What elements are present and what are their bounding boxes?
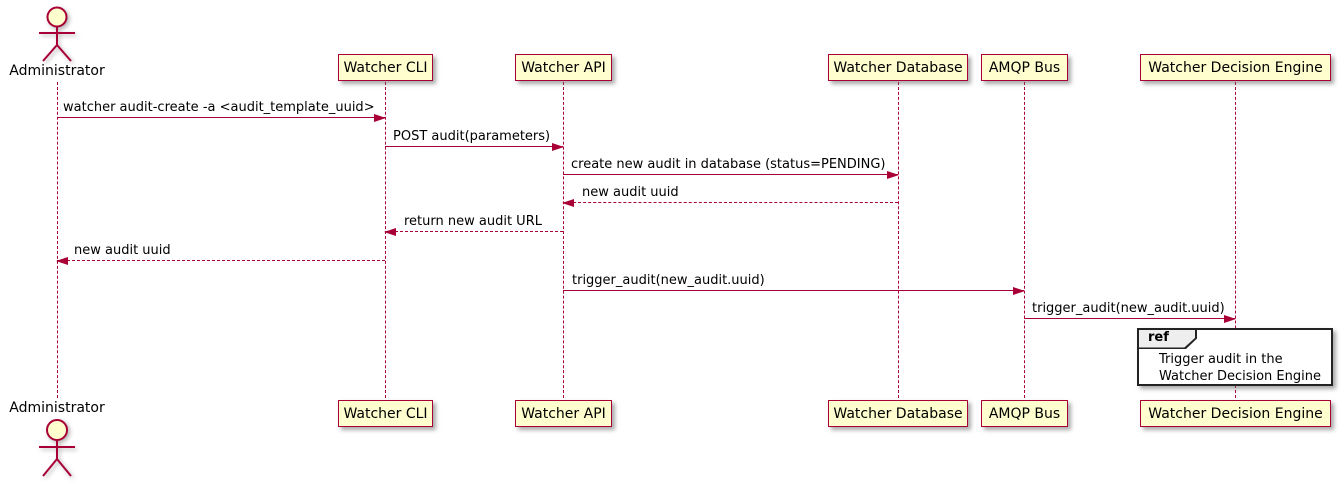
- message-line: [1024, 318, 1235, 319]
- message-label: new audit uuid: [582, 185, 679, 200]
- message-line: [57, 117, 385, 118]
- participant-watcher-database-top: Watcher Database: [828, 54, 968, 81]
- arrowhead-icon: [56, 257, 68, 265]
- arrowhead-icon: [1013, 287, 1025, 295]
- arrowhead-icon: [887, 171, 899, 179]
- message-audit-create: watcher audit-create -a <audit_template_…: [57, 100, 386, 122]
- participant-watcher-decision-engine-bottom: Watcher Decision Engine: [1140, 400, 1331, 427]
- lifeline-administrator: [57, 82, 58, 398]
- actor-icon: [39, 6, 75, 62]
- participant-administrator-top: Administrator: [9, 63, 105, 79]
- message-label: create new audit in database (status=PEN…: [571, 157, 886, 172]
- message-line: [57, 260, 385, 261]
- arrowhead-icon: [384, 228, 396, 236]
- message-trigger-audit-amqp: trigger_audit(new_audit.uuid): [563, 273, 1025, 295]
- message-line: [563, 290, 1024, 291]
- ref-body: Trigger audit in the Watcher Decision En…: [1159, 352, 1325, 385]
- lifeline-watcher-api: [563, 82, 564, 398]
- ref-text-line1: Trigger audit in the: [1159, 352, 1283, 367]
- participant-amqp-bus-bottom: AMQP Bus: [981, 400, 1068, 427]
- participant-administrator-bottom: Administrator: [9, 400, 105, 416]
- lifeline-watcher-database: [898, 82, 899, 398]
- ref-fragment: ref Trigger audit in the Watcher Decisio…: [1137, 328, 1333, 386]
- participant-watcher-cli-top: Watcher CLI: [338, 54, 433, 81]
- message-line: [563, 174, 898, 175]
- arrowhead-icon: [562, 199, 574, 207]
- message-create-audit-db: create new audit in database (status=PEN…: [563, 157, 899, 179]
- message-new-audit-uuid-return-cli: new audit uuid: [56, 243, 385, 265]
- participant-amqp-bus-top: AMQP Bus: [981, 54, 1068, 81]
- participant-watcher-api-top: Watcher API: [515, 54, 612, 81]
- message-new-audit-uuid-return-db: new audit uuid: [562, 185, 898, 207]
- lifeline-amqp-bus: [1024, 82, 1025, 398]
- lifeline-watcher-decision-engine: [1235, 82, 1236, 398]
- arrowhead-icon: [1224, 315, 1236, 323]
- message-label: trigger_audit(new_audit.uuid): [572, 273, 765, 288]
- arrowhead-icon: [374, 114, 386, 122]
- arrowhead-icon: [552, 143, 564, 151]
- message-trigger-audit-wde: trigger_audit(new_audit.uuid): [1024, 301, 1236, 323]
- message-label: new audit uuid: [74, 243, 171, 258]
- participant-watcher-database-bottom: Watcher Database: [828, 400, 968, 427]
- message-line: [385, 231, 563, 232]
- participant-watcher-api-bottom: Watcher API: [515, 400, 612, 427]
- message-post-audit: POST audit(parameters): [385, 129, 564, 151]
- message-label: watcher audit-create -a <audit_template_…: [63, 100, 375, 115]
- message-label: return new audit URL: [404, 214, 542, 229]
- ref-keyword: ref: [1148, 330, 1169, 346]
- message-return-new-audit-url: return new audit URL: [384, 214, 563, 236]
- ref-text-line2: Watcher Decision Engine: [1159, 368, 1321, 384]
- lifeline-watcher-cli: [385, 82, 386, 398]
- message-label: trigger_audit(new_audit.uuid): [1032, 301, 1225, 316]
- actor-icon: [39, 419, 75, 477]
- participant-watcher-cli-bottom: Watcher CLI: [338, 400, 433, 427]
- message-label: POST audit(parameters): [393, 129, 551, 144]
- ref-tab: ref: [1139, 330, 1197, 349]
- message-line: [563, 202, 898, 203]
- participant-watcher-decision-engine-top: Watcher Decision Engine: [1140, 54, 1331, 81]
- message-line: [385, 146, 563, 147]
